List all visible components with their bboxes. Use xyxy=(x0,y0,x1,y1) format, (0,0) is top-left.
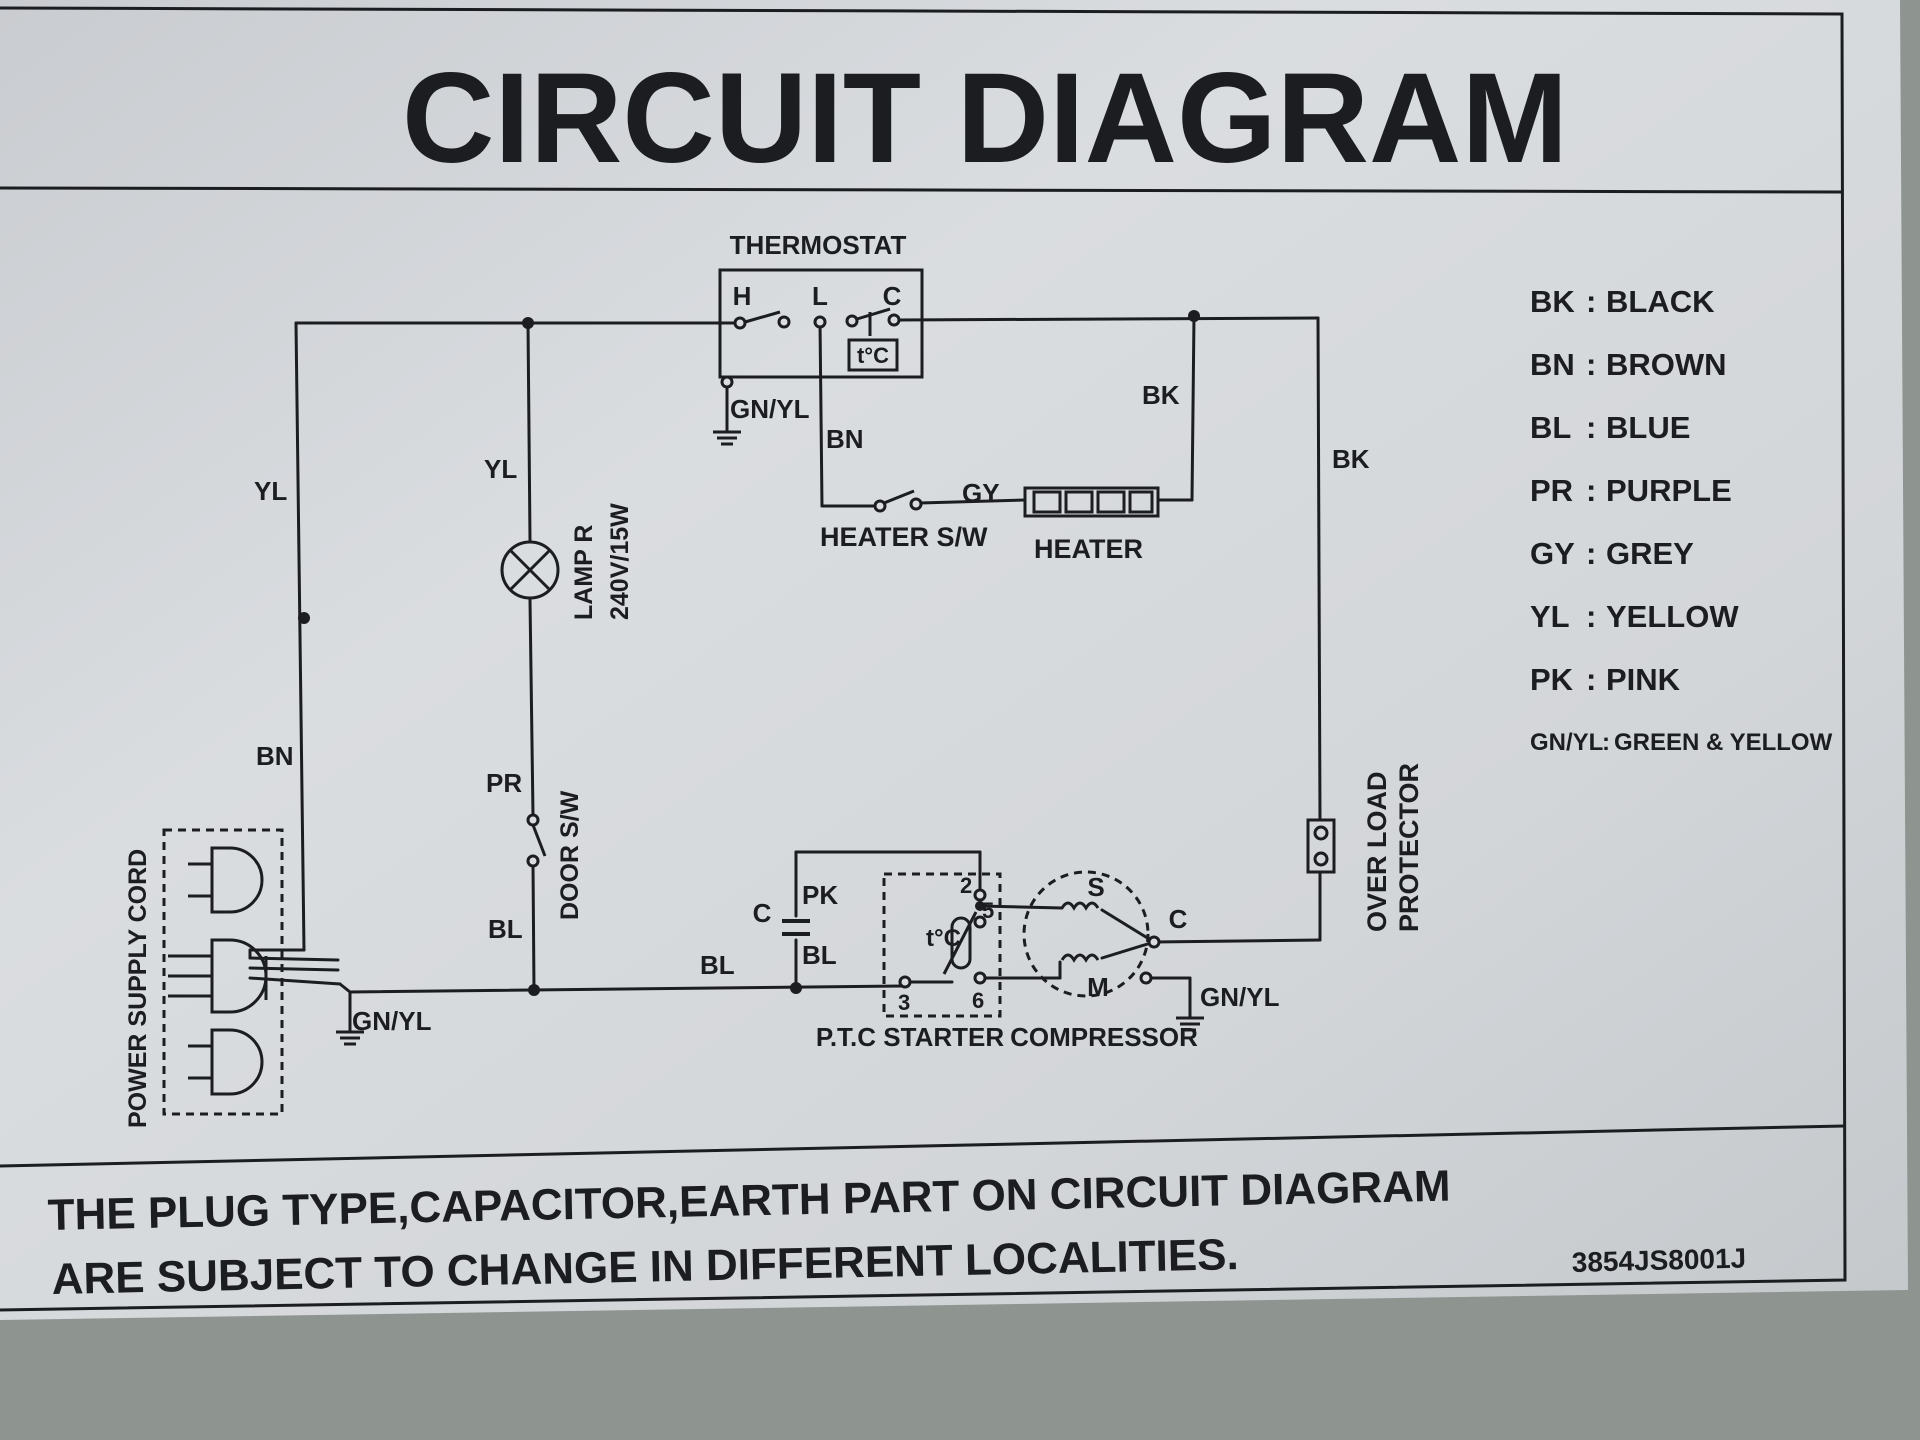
overload-protector-label-1: OVER LOAD xyxy=(1362,771,1392,932)
ground-symbols xyxy=(336,430,1204,1046)
power-supply-plug xyxy=(162,828,284,1116)
legend-item: BN : BROWN xyxy=(1530,347,1727,382)
legend-item: GN/YL : GREEN & YELLOW xyxy=(1530,729,1833,756)
svg-text::: : xyxy=(1586,536,1596,571)
thermostat-terminal-c: C xyxy=(883,281,902,311)
heater-switch-symbol xyxy=(873,489,923,513)
svg-text::: : xyxy=(1602,729,1610,756)
thermostat-sensor-label: t°C xyxy=(857,343,889,368)
svg-text:PK: PK xyxy=(1530,662,1574,697)
door-switch-label: DOOR S/W xyxy=(556,790,584,920)
thermostat: t°C H L C xyxy=(718,268,924,389)
power-supply-cord-label: POWER SUPPLY CORD xyxy=(124,849,152,1128)
wire-label-yl-left: YL xyxy=(254,476,287,506)
ptc-sensor-label: t°C xyxy=(926,925,961,952)
ground-compressor xyxy=(1176,1016,1204,1032)
wire-label-yl-lamp: YL xyxy=(484,454,517,484)
wire-label-gnyl-thermo: GN/YL xyxy=(730,394,810,424)
overload-protector-label-2: PROTECTOR xyxy=(1394,763,1424,932)
svg-text::: : xyxy=(1586,662,1596,697)
wire-label-pk-cap: PK xyxy=(802,880,838,910)
ground-plug xyxy=(336,1030,364,1046)
compressor-common-label: C xyxy=(1169,904,1188,934)
legend-item: GY : GREY xyxy=(1530,536,1694,571)
ptc-pin-6: 6 xyxy=(972,988,984,1013)
compressor-start-label: S xyxy=(1087,872,1104,902)
wire-label-bn-thermo: BN xyxy=(826,424,864,454)
ptc-pin-3: 3 xyxy=(898,990,910,1015)
svg-text::: : xyxy=(1586,410,1596,445)
compressor-label: COMPRESSOR xyxy=(1010,1022,1198,1052)
legend-item: BK : BLACK xyxy=(1530,284,1715,319)
heater-label: HEATER xyxy=(1034,534,1143,564)
compressor: S C M xyxy=(1022,870,1188,1002)
svg-text:PR: PR xyxy=(1530,473,1573,508)
svg-text::: : xyxy=(1586,473,1596,508)
svg-text:GN/YL: GN/YL xyxy=(1530,729,1603,756)
label-sheet xyxy=(0,0,1908,1320)
wire-label-bl-cap: BL xyxy=(802,940,837,970)
wire-labels: YL BN YL PR BL BL BN GY BK BK PK BL GN/Y… xyxy=(254,380,1370,1036)
svg-text::: : xyxy=(1586,284,1596,319)
svg-text:BROWN: BROWN xyxy=(1606,347,1727,382)
wire-label-bk-heater: BK xyxy=(1142,380,1180,410)
svg-text:BN: BN xyxy=(1530,347,1575,382)
wire-label-bl-bottom: BL xyxy=(700,950,735,980)
thermostat-sensor-box xyxy=(847,338,899,372)
wire-label-bn-left: BN xyxy=(256,741,294,771)
svg-text::: : xyxy=(1586,599,1596,634)
svg-text:GY: GY xyxy=(1530,536,1575,571)
lamp-label: LAMP R xyxy=(570,525,598,620)
wire-label-gy-heater: GY xyxy=(962,478,1000,508)
wiring xyxy=(248,314,1322,1034)
svg-text:BK: BK xyxy=(1530,284,1575,319)
svg-text::: : xyxy=(1586,347,1596,382)
legend-item: YL : YELLOW xyxy=(1530,599,1739,634)
overload-protector-symbol xyxy=(1306,818,1336,874)
heater-symbol xyxy=(1023,486,1160,518)
wire-label-pr-door: PR xyxy=(486,768,522,798)
label-frame xyxy=(0,6,1847,1312)
svg-text:YELLOW: YELLOW xyxy=(1606,599,1739,634)
lamp-symbol xyxy=(500,540,560,600)
heater-switch-label: HEATER S/W xyxy=(820,522,988,552)
svg-text:BL: BL xyxy=(1530,410,1571,445)
ground-thermostat xyxy=(713,430,741,446)
svg-text:BLACK: BLACK xyxy=(1606,284,1715,319)
color-legend: BK : BLACK BN : BROWN BL : BLUE PR : PUR… xyxy=(1530,284,1833,756)
svg-text:PURPLE: PURPLE xyxy=(1606,473,1732,508)
thermostat-terminal-h: H xyxy=(733,281,752,311)
capacitor-symbol xyxy=(782,919,810,936)
junction-dots xyxy=(298,310,1200,996)
wire-label-gnyl-plug: GN/YL xyxy=(352,1006,432,1036)
svg-text:PINK: PINK xyxy=(1606,662,1681,697)
svg-text:GREEN & YELLOW: GREEN & YELLOW xyxy=(1614,729,1833,756)
thermostat-label: THERMOSTAT xyxy=(730,230,907,260)
door-switch-symbol xyxy=(526,813,547,868)
svg-text:GREY: GREY xyxy=(1606,536,1694,571)
part-number: 3854JS8001J xyxy=(1571,1242,1746,1278)
legend-item: PR : PURPLE xyxy=(1530,473,1732,508)
compressor-main-label: M xyxy=(1087,972,1109,1002)
ptc-starter: t°C 2 5 3 6 xyxy=(882,872,1002,1018)
ptc-pin-5: 5 xyxy=(982,898,994,923)
legend-item: BL : BLUE xyxy=(1530,410,1690,445)
capacitor-label: C xyxy=(753,898,772,928)
thermostat-terminal-l: L xyxy=(812,281,828,311)
ptc-starter-label: P.T.C STARTER xyxy=(816,1022,1005,1052)
wire-label-bk-right: BK xyxy=(1332,444,1370,474)
legend-item: PK : PINK xyxy=(1530,662,1681,697)
wire-label-gnyl-compressor: GN/YL xyxy=(1200,982,1280,1012)
svg-text:BLUE: BLUE xyxy=(1606,410,1690,445)
lamp-rating: 240V/15W xyxy=(606,503,634,620)
ptc-pin-2: 2 xyxy=(960,873,972,898)
svg-text:YL: YL xyxy=(1530,599,1570,634)
wire-label-bl-door: BL xyxy=(488,914,523,944)
page-title: CIRCUIT DIAGRAM xyxy=(402,47,1568,190)
